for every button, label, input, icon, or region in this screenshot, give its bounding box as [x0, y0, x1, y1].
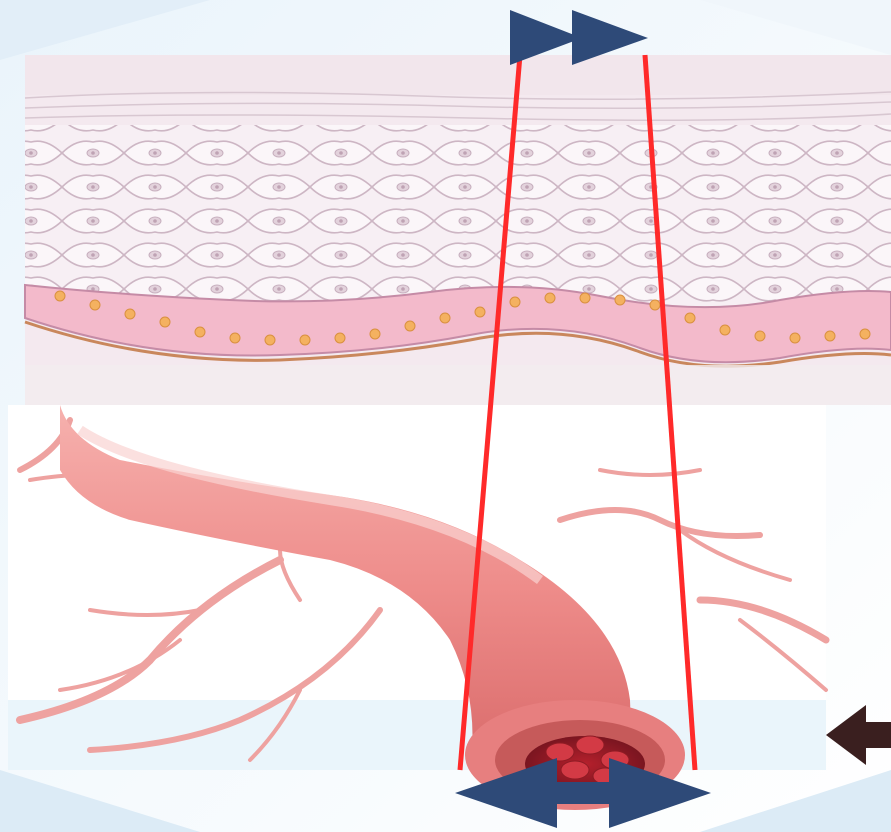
skin-layer-panel — [25, 55, 891, 405]
blood-vessel-panel — [8, 405, 826, 810]
